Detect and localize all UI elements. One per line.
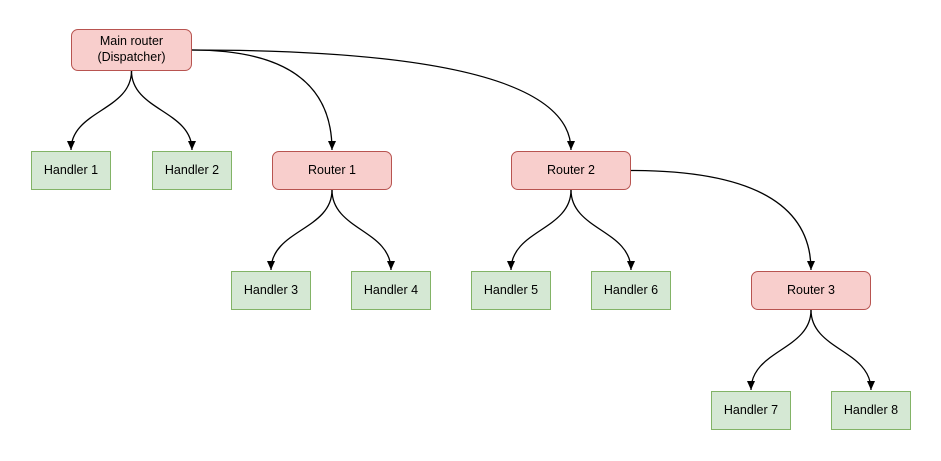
node-handler-5: Handler 5 xyxy=(471,271,551,310)
edge-router-1-to-handler-4 xyxy=(331,189,395,271)
node-handler-2: Handler 2 xyxy=(152,151,232,190)
node-router-3: Router 3 xyxy=(751,271,871,310)
node-router-1: Router 1 xyxy=(272,151,392,190)
edge-router-2-to-handler-6 xyxy=(570,189,635,271)
edge-router-1-to-handler-3 xyxy=(267,189,333,271)
edge-router-3-to-handler-7 xyxy=(747,309,812,391)
node-main-router: Main router (Dispatcher) xyxy=(71,29,192,71)
node-router-2: Router 2 xyxy=(511,151,631,190)
node-handler-6: Handler 6 xyxy=(591,271,671,310)
edge-router-3-to-handler-8 xyxy=(810,309,875,391)
edge-main-router-to-router-2 xyxy=(191,49,575,151)
edge-router-2-to-handler-5 xyxy=(507,189,572,271)
node-handler-4: Handler 4 xyxy=(351,271,431,310)
edge-main-router-to-handler-2 xyxy=(130,70,196,151)
node-handler-1: Handler 1 xyxy=(31,151,111,190)
node-handler-3: Handler 3 xyxy=(231,271,311,310)
edge-main-router-to-handler-1 xyxy=(67,70,133,151)
edge-main-router-to-router-1 xyxy=(191,49,336,151)
edge-router-2-to-router-3 xyxy=(630,169,815,271)
node-handler-7: Handler 7 xyxy=(711,391,791,430)
node-handler-8: Handler 8 xyxy=(831,391,911,430)
